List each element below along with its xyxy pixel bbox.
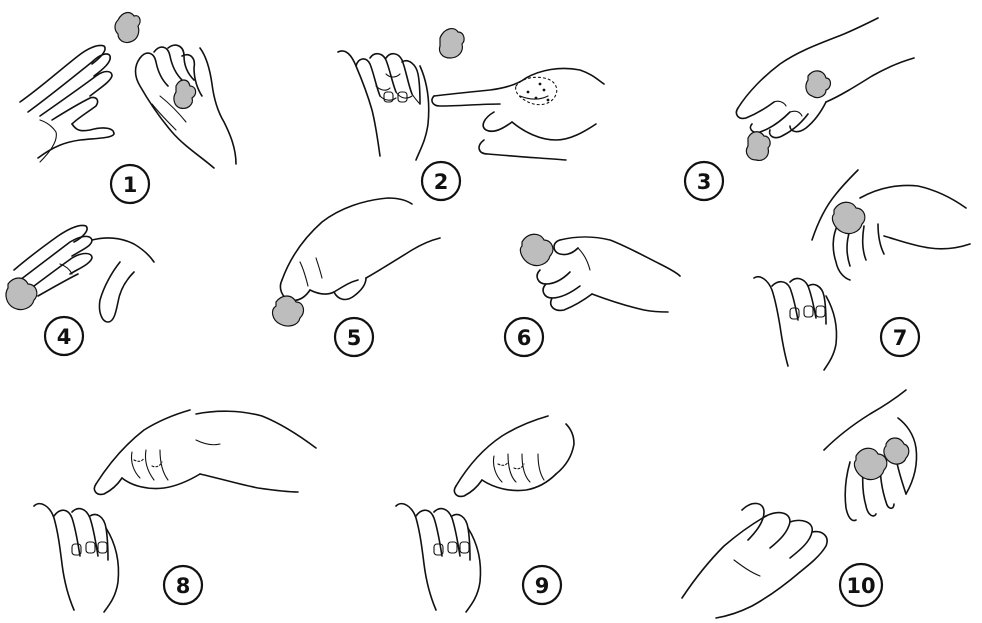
step-6-number: 6 [517,326,532,350]
step-4-marker: 4 [45,317,83,355]
step-3-marker: 3 [685,162,723,200]
step-4-number: 4 [57,325,72,349]
step-10-marker: 10 [840,564,882,606]
step-7-marker: 7 [881,318,919,356]
step-2-marker: 2 [422,162,460,200]
step-1-illustration [20,13,236,168]
step-9-marker: 9 [523,566,561,604]
step-3-number: 3 [697,170,712,194]
step-6-marker: 6 [505,318,543,356]
step-8-number: 8 [176,574,191,598]
step-5-marker: 5 [335,318,373,356]
step-2-illustration [338,29,604,160]
step-1-number: 1 [123,173,138,197]
step-3-illustration [736,18,914,160]
step-2-number: 2 [434,170,449,194]
step-5-illustration [273,198,440,326]
step-7-number: 7 [893,326,908,350]
step-1-marker: 1 [111,165,149,203]
step-10-number: 10 [846,574,875,598]
step-9-number: 9 [535,574,550,598]
step-8-marker: 8 [164,566,202,604]
step-4-illustration [6,225,154,322]
step-5-number: 5 [347,326,362,350]
step-6-illustration [520,234,680,312]
step-7-illustration [754,170,970,370]
